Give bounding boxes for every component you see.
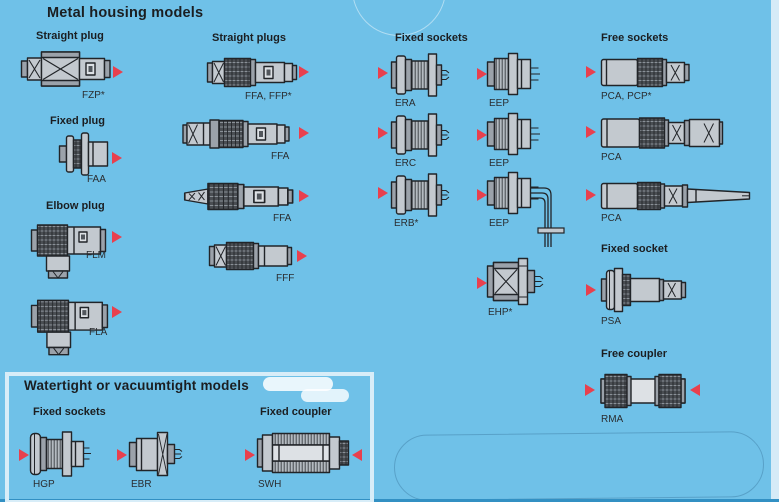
mating-arrow-icon: [112, 231, 122, 243]
connector-drawing-fzp: [20, 50, 112, 88]
mating-arrow-icon: [378, 187, 388, 199]
section-title-metal-housing: Metal housing models: [47, 5, 204, 21]
mating-arrow-icon: [299, 127, 309, 139]
mating-arrow-icon: [299, 190, 309, 202]
heading-straight-plugs: Straight plugs: [212, 32, 286, 44]
mating-arrow-icon: [477, 189, 487, 201]
white-blob-decoration: [263, 377, 333, 391]
connector-drawing-ffa-3: [183, 182, 295, 211]
model-label-pca-3: PCA: [601, 213, 622, 224]
connector-drawing-faa: [58, 131, 110, 177]
mating-arrow-icon: [378, 67, 388, 79]
faint-circle-decoration: [352, 0, 446, 36]
mating-arrow-icon: [378, 127, 388, 139]
heading-free-sockets: Free sockets: [601, 32, 669, 44]
mating-arrow-icon: [586, 189, 596, 201]
connector-drawing-swh: [256, 429, 350, 477]
connector-drawing-era: [390, 51, 450, 99]
mating-arrow-icon: [113, 66, 123, 78]
mating-arrow-icon: [586, 126, 596, 138]
model-label-ffa-ffp: FFA, FFP*: [245, 91, 292, 102]
mating-arrow-icon: [586, 284, 596, 296]
model-label-rma: RMA: [601, 414, 624, 425]
mating-arrow-icon: [477, 68, 487, 80]
model-label-ffa-3: FFA: [273, 213, 292, 224]
connector-drawing-eep-3-wires: [486, 171, 574, 251]
model-label-fla: FLA: [89, 327, 108, 338]
model-label-eep-2: EEP: [489, 158, 510, 169]
model-label-fzp: FZP*: [82, 90, 105, 101]
connector-drawing-eep-1: [486, 52, 542, 96]
model-label-ehp: EHP*: [488, 307, 513, 318]
mating-arrow-icon: [117, 449, 127, 461]
model-label-fff: FFF: [276, 273, 295, 284]
model-label-psa: PSA: [601, 316, 622, 327]
model-label-hgp: HGP: [33, 479, 55, 490]
model-label-erb: ERB*: [394, 218, 419, 229]
mating-arrow-icon: [352, 449, 362, 461]
model-label-swh: SWH: [258, 479, 282, 490]
connector-drawing-ebr: [128, 430, 184, 478]
connector-drawing-pca-pcp: [600, 57, 692, 88]
heading-watertight-fixed-coupler: Fixed coupler: [260, 406, 332, 418]
model-label-pca-2: PCA: [601, 152, 622, 163]
model-label-era: ERA: [395, 98, 416, 109]
connector-drawing-hgp: [29, 428, 95, 480]
model-label-ebr: EBR: [131, 479, 152, 490]
mating-arrow-icon: [112, 306, 122, 318]
connector-drawing-ffa-ffp: [206, 57, 298, 88]
mating-arrow-icon: [112, 152, 122, 164]
mating-arrow-icon: [477, 277, 487, 289]
mating-arrow-icon: [245, 449, 255, 461]
connector-drawing-rma: [599, 371, 687, 411]
connector-drawing-eep-2: [486, 112, 542, 156]
mating-arrow-icon: [297, 250, 307, 262]
connector-drawing-pca-3: [600, 181, 752, 211]
connector-drawing-ehp: [486, 255, 548, 308]
heading-elbow-plug: Elbow plug: [46, 200, 105, 212]
model-label-faa: FAA: [87, 174, 106, 185]
mating-arrow-icon: [586, 66, 596, 78]
connector-drawing-erb: [390, 171, 450, 219]
mating-arrow-icon: [19, 449, 29, 461]
heading-watertight-fixed-sockets: Fixed sockets: [33, 406, 106, 418]
heading-straight-plug: Straight plug: [36, 30, 104, 42]
connector-drawing-erc: [390, 111, 450, 159]
page-bottom-edge: [0, 499, 779, 502]
heading-fixed-sockets: Fixed sockets: [395, 32, 468, 44]
faint-outline-decoration: [393, 431, 765, 501]
connector-drawing-pca-2: [600, 116, 724, 151]
connector-drawing-psa: [600, 266, 692, 314]
model-label-ffa-2: FFA: [271, 151, 290, 162]
watertight-panel: [5, 372, 374, 502]
model-label-eep-1: EEP: [489, 98, 510, 109]
mating-arrow-icon: [690, 384, 700, 396]
heading-fixed-plug: Fixed plug: [50, 115, 105, 127]
heading-free-coupler: Free coupler: [601, 348, 668, 360]
model-label-erc: ERC: [395, 158, 417, 169]
model-label-flm: FLM: [86, 250, 106, 261]
section-title-watertight: Watertight or vacuumtight models: [24, 378, 249, 393]
page-right-edge: [771, 0, 779, 502]
mating-arrow-icon: [585, 384, 595, 396]
heading-fixed-socket: Fixed socket: [601, 243, 668, 255]
mating-arrow-icon: [477, 129, 487, 141]
mating-arrow-icon: [299, 66, 309, 78]
white-blob-decoration: [301, 389, 349, 402]
model-label-pca-pcp: PCA, PCP*: [601, 91, 652, 102]
model-label-eep-3: EEP: [489, 218, 510, 229]
connector-drawing-fff: [208, 241, 293, 271]
connector-drawing-ffa-2: [178, 117, 295, 151]
